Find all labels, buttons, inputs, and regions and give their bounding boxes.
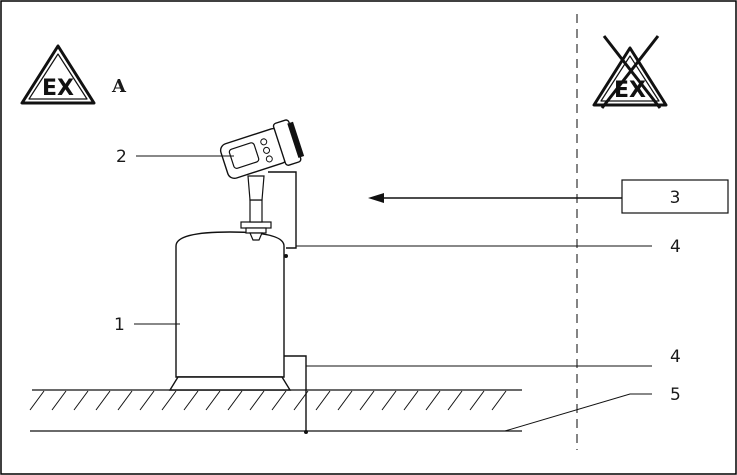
signal-arrow-head [368, 193, 384, 203]
ex-hazard-text: EX [42, 76, 74, 101]
hatch-stroke [73, 390, 89, 411]
hatch-stroke [359, 390, 375, 411]
transmitter-device [219, 119, 305, 241]
hatch-stroke [161, 390, 177, 411]
callout-5-label: 5 [670, 385, 681, 405]
equipotential-cable-lower [284, 355, 307, 432]
hatch-stroke [139, 390, 155, 411]
hatch-stroke [491, 390, 507, 411]
callout-4-upper-label: 4 [670, 237, 681, 257]
transmitter-display [228, 142, 260, 169]
earth-connection-point [304, 430, 308, 434]
hatch-stroke [403, 390, 419, 411]
hatch-stroke [271, 390, 287, 411]
callout-4-lower-label: 4 [670, 347, 681, 367]
hatch-stroke [337, 390, 353, 411]
ground-point-upper [284, 254, 288, 258]
hatch-stroke [95, 390, 111, 411]
callout-3-label: 3 [670, 188, 681, 208]
hatch-stroke [227, 390, 243, 411]
callout-2-label: 2 [116, 147, 127, 167]
hatch-stroke [469, 390, 485, 411]
hatch-stroke [51, 390, 67, 411]
hatch-stroke [315, 390, 331, 411]
hatch-stroke [183, 390, 199, 411]
ground-surface [29, 389, 522, 411]
hatch-stroke [425, 390, 441, 411]
non-ex-crossed-icon: EX [592, 35, 668, 109]
hatch-stroke [381, 390, 397, 411]
hatch-stroke [447, 390, 463, 411]
equipotential-cable-upper [268, 171, 297, 249]
ex-hazard-icon: EX [20, 44, 96, 105]
zone-label: A [111, 76, 127, 97]
tank-vessel [168, 231, 292, 391]
hatch-stroke [205, 390, 221, 411]
hatch-stroke [117, 390, 133, 411]
callout-1-label: 1 [114, 315, 125, 335]
leader-line-5 [504, 393, 652, 432]
hatch-stroke [249, 390, 265, 411]
supply-unit-box [621, 179, 729, 214]
hatch-stroke [29, 390, 45, 411]
tank-base [168, 376, 292, 391]
